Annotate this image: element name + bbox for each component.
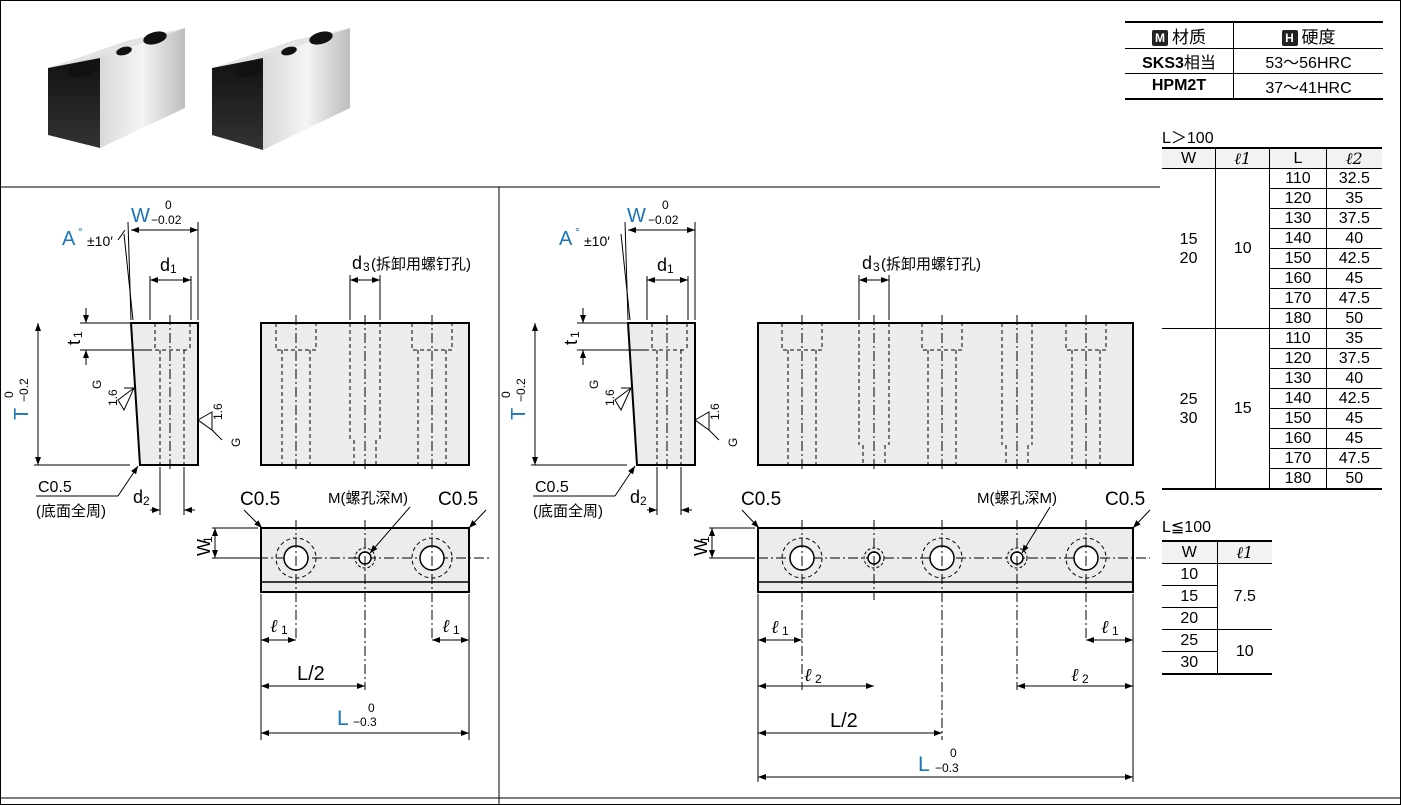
svg-text:1: 1 [782,624,789,638]
svg-text:M(螺孔深M): M(螺孔深M) [977,490,1057,507]
svg-text:1.6: 1.6 [708,403,722,420]
svg-text:M(螺孔深M): M(螺孔深M) [328,490,408,507]
svg-text:−0.2: −0.2 [514,378,528,402]
svg-text:0: 0 [662,198,669,212]
svg-text:d: d [862,253,872,273]
front-view-left [260,315,470,470]
table-long-caption: L＞100 [1162,130,1214,147]
svg-text:L: L [918,753,930,776]
svg-text:t: t [64,340,84,345]
svg-text:(拆卸用螺钉孔): (拆卸用螺钉孔) [881,256,981,273]
svg-text:G: G [229,438,243,447]
svg-text:d: d [160,255,170,275]
L-label: L [337,707,349,730]
svg-text:1.6: 1.6 [603,389,617,406]
svg-text:−0.02: −0.02 [648,213,679,227]
svg-text:±10′: ±10′ [584,233,610,249]
svg-text:2: 2 [1082,672,1089,686]
svg-text:W: W [691,539,711,556]
svg-text:ℓ: ℓ [1101,617,1109,638]
svg-text:1: 1 [667,262,674,276]
svg-text:1: 1 [698,536,712,543]
svg-text:t: t [561,340,581,345]
svg-text:1: 1 [201,536,215,543]
svg-text:C0.5: C0.5 [1105,489,1145,510]
side-view-right [626,315,696,470]
svg-text:°: ° [575,225,580,239]
svg-text:W: W [627,205,646,227]
svg-text:2: 2 [640,494,647,508]
side-view-left [129,315,199,470]
svg-text:0: 0 [950,746,957,760]
svg-text:1: 1 [170,262,177,276]
svg-text:1: 1 [71,331,85,338]
svg-text:3: 3 [873,260,880,274]
svg-text:C0.5: C0.5 [741,489,781,510]
svg-text:0: 0 [368,701,375,715]
svg-text:0: 0 [2,391,16,398]
table-short-caption: L≦100 [1162,519,1211,536]
svg-text:L/2: L/2 [830,710,858,732]
svg-text:1: 1 [568,331,582,338]
svg-text:1: 1 [453,623,460,637]
product-photo-right [212,28,350,150]
top-view-left [240,520,490,690]
front-view-right [757,315,1134,470]
W-label: W [131,205,150,227]
svg-text:d: d [352,253,362,273]
svg-text:C0.5: C0.5 [38,479,72,496]
svg-text:−0.3: −0.3 [935,761,959,775]
T-label: T [11,408,33,420]
svg-text:ℓ: ℓ [442,616,450,637]
svg-text:ℓ: ℓ [1071,665,1079,686]
svg-text:0: 0 [165,198,172,212]
svg-text:°: ° [78,225,83,239]
svg-text:(底面全周): (底面全周) [36,502,106,520]
svg-text:C0.5: C0.5 [438,489,478,510]
svg-text:d: d [657,255,667,275]
top-view-right [740,520,1150,740]
svg-text:1: 1 [1112,624,1119,638]
svg-text:0: 0 [499,391,513,398]
svg-text:ℓ: ℓ [804,665,812,686]
svg-text:1: 1 [281,623,288,637]
svg-text:C0.5: C0.5 [240,489,280,510]
svg-text:G: G [587,380,601,389]
svg-text:d: d [630,487,640,507]
A-label: A [62,228,76,250]
svg-text:1.6: 1.6 [211,403,225,420]
svg-text:ℓ: ℓ [771,617,779,638]
product-photo-left [48,28,185,148]
svg-text:(底面全周): (底面全周) [533,502,603,520]
svg-text:T: T [508,408,530,420]
svg-text:3: 3 [363,260,370,274]
svg-text:−0.3: −0.3 [353,715,377,729]
svg-text:(拆卸用螺钉孔): (拆卸用螺钉孔) [371,256,471,273]
svg-text:ℓ: ℓ [270,616,278,637]
svg-text:W: W [194,539,214,556]
svg-text:−0.02: −0.02 [151,213,182,227]
svg-text:d: d [133,487,143,507]
svg-text:1.6: 1.6 [106,389,120,406]
svg-text:±10′: ±10′ [87,233,113,249]
svg-text:2: 2 [143,494,150,508]
svg-text:G: G [90,380,104,389]
svg-text:−0.2: −0.2 [17,378,31,402]
svg-text:2: 2 [815,672,822,686]
svg-text:L/2: L/2 [297,663,325,685]
svg-text:C0.5: C0.5 [535,479,569,496]
svg-text:G: G [726,438,740,447]
svg-text:A: A [559,228,573,250]
